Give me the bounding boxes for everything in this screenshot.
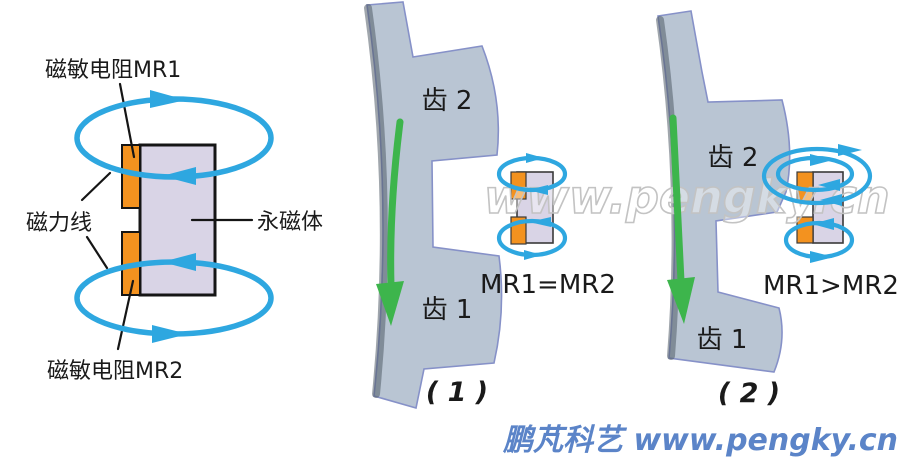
flux-arrow-right-icon xyxy=(838,144,862,156)
flux-arrow-right-icon xyxy=(524,250,542,260)
field-lines-label: 磁力线 xyxy=(26,211,92,236)
mr2-label: 磁敏电阻MR2 xyxy=(47,359,183,384)
flux-arrow-left-icon xyxy=(820,194,842,206)
rotation-arrow-head-icon xyxy=(667,277,695,324)
relation-label-2: MR1>MR2 xyxy=(763,271,899,301)
watermark-text: www.pengky.cn xyxy=(484,170,890,224)
flux-arrow-right-icon xyxy=(526,153,544,163)
rotation-arrow-shaft xyxy=(669,114,685,285)
mr1-pointer-line xyxy=(118,82,136,159)
rotation-arrow-head-icon xyxy=(376,281,404,326)
tooth2-label-1: 齿 2 xyxy=(422,86,473,116)
sensor-structure-diagram: 磁敏电阻MR1 磁力线 永磁体 磁敏电阻MR2 xyxy=(26,58,323,384)
flux-loops-diagram-1 xyxy=(496,153,568,260)
rotation-arrow-2 xyxy=(667,114,695,324)
flux-loop-mr1-outer xyxy=(761,146,873,206)
tooth2-label-2: 齿 2 xyxy=(708,143,759,173)
fieldline-pointer-bottom xyxy=(85,235,109,270)
flux-arrow-left-icon xyxy=(812,218,834,230)
mr1-label: 磁敏电阻MR1 xyxy=(45,58,181,83)
magnet-label: 永磁体 xyxy=(257,210,323,235)
tooth1-label-2: 齿 1 xyxy=(697,325,748,355)
flux-arrow-left-icon xyxy=(162,167,196,185)
gear-rim-shadow xyxy=(364,4,388,398)
gear-diagram-1 xyxy=(364,1,554,410)
caption-1: ( 1 ) xyxy=(426,377,488,408)
flux-arrow-right-icon xyxy=(150,90,186,108)
mr2-pointer-line xyxy=(116,279,135,351)
relation-label-1: MR1=MR2 xyxy=(480,270,616,300)
tooth1-label-1: 齿 1 xyxy=(422,295,473,325)
flux-arrow-right-icon xyxy=(810,154,833,166)
flux-arrow-left-icon xyxy=(162,253,196,271)
flux-arrow-right-icon xyxy=(810,251,834,263)
rotation-arrow-shaft xyxy=(387,118,404,290)
fieldline-pointer-top xyxy=(80,171,112,202)
flux-arrow-left-icon xyxy=(529,217,551,227)
footer-brand-text: 鹏芃科艺 www.pengky.cn xyxy=(502,423,898,458)
flux-loops-diagram-2 xyxy=(761,144,873,263)
flux-arrow-left-icon xyxy=(818,179,840,191)
rotation-arrow-1 xyxy=(376,118,404,326)
flux-arrow-left-icon xyxy=(528,185,548,195)
flux-arrow-right-icon xyxy=(152,325,188,343)
caption-2: ( 2 ) xyxy=(718,378,780,409)
